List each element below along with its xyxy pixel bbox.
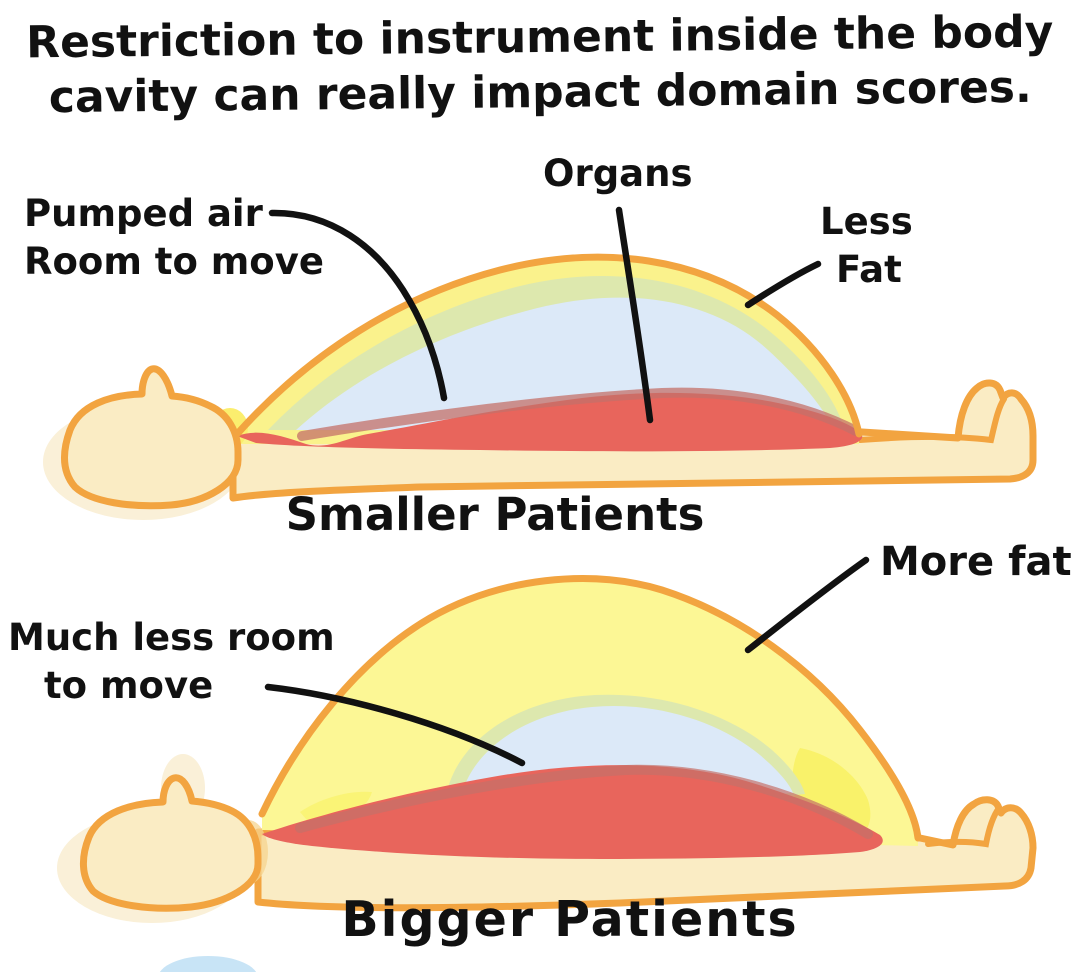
pumped-air-label-line1: Pumped air [24, 192, 263, 235]
smaller-organs-dark-rim [297, 387, 861, 441]
smaller-patients-caption: Smaller Patients [285, 488, 705, 541]
much-less-room-pointer-line [264, 683, 526, 767]
much-less-room-label: Much less room to move [8, 614, 335, 710]
pumped-air-label-line2: Room to move [24, 240, 324, 284]
bigger-abdomen-outline [258, 575, 922, 842]
bigger-patient-figure [57, 575, 1037, 972]
bigger-inner-leg-line [925, 805, 1002, 848]
much-less-room-label-line2: to move [44, 664, 214, 708]
bigger-organs-dark-rim [295, 764, 873, 839]
bigger-patients-caption: Bigger Patients [341, 891, 799, 948]
diagram-title: Restriction to instrument inside the bod… [0, 4, 1080, 126]
smaller-abdomen-outline [234, 253, 863, 438]
smaller-patient-head [61, 365, 242, 510]
less-fat-label-line2: Fat [836, 248, 902, 292]
bottom-edge-blue-blob [159, 956, 257, 972]
less-fat-label-line1: Less [820, 200, 913, 243]
title-line-2: cavity can really impact domain scores. [48, 62, 1032, 124]
organs-pointer-line [615, 206, 654, 424]
smaller-inner-leg-line [857, 396, 1007, 444]
smaller-organs-mass [237, 392, 863, 452]
organs-label: Organs [543, 152, 693, 195]
less-fat-pointer-line [744, 260, 822, 309]
more-fat-pointer-line [744, 556, 870, 654]
more-fat-label: More fat [880, 539, 1072, 585]
bigger-patient-head [80, 774, 262, 912]
much-less-room-label-line1: Much less room [8, 616, 335, 659]
smaller-patient-figure [43, 253, 1037, 520]
less-fat-label: Less Fat [820, 198, 913, 294]
annotation-pointers [264, 206, 870, 767]
pumped-air-label: Pumped air Room to move [24, 190, 324, 286]
bigger-organs-mass [262, 765, 883, 859]
pumped-air-pointer-line [268, 209, 448, 402]
